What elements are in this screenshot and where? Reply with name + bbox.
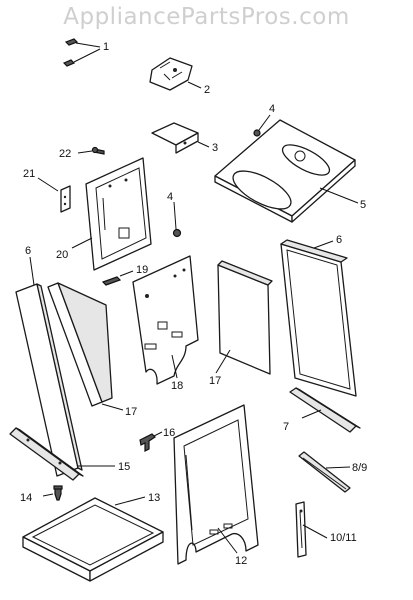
part-17-insulation-left: [47, 282, 124, 411]
part-1-screws: [62, 38, 101, 67]
callout-5: 5: [360, 199, 366, 211]
callout-16: 16: [163, 427, 175, 439]
part-4-grommet-upper: [253, 114, 271, 137]
callout-4-upper: 4: [269, 103, 275, 115]
callout-20: 20: [56, 249, 68, 261]
part-5-main-top: [214, 119, 359, 223]
part-12-front-frame: [173, 404, 259, 565]
part-10-11-bracket: [295, 501, 328, 558]
part-4-grommet-lower: [172, 201, 182, 238]
watermark: AppliancePartsPros.com: [63, 4, 350, 30]
part-2-bracket: [149, 57, 202, 91]
callout-19: 19: [136, 264, 148, 276]
callout-2: 2: [204, 84, 210, 96]
part-7-front-rail: [289, 387, 361, 433]
part-6-side-panel-right: [280, 239, 357, 397]
callout-17-right: 17: [209, 375, 221, 387]
part-21-plate: [37, 177, 71, 213]
part-8-9-drawer-slide: [298, 451, 351, 493]
callout-22: 22: [59, 148, 71, 160]
part-22-screw: [77, 146, 105, 155]
callout-13: 13: [148, 492, 160, 504]
callout-8-9: 8/9: [352, 462, 367, 474]
part-17-insulation-right: [215, 260, 273, 375]
callout-15: 15: [118, 461, 130, 473]
callout-12: 12: [235, 555, 247, 567]
part-18-rear-panel: [132, 255, 199, 385]
callout-7: 7: [283, 421, 289, 433]
callout-18: 18: [171, 380, 183, 392]
callout-14: 14: [20, 492, 32, 504]
part-3-burner-bracket: [151, 122, 210, 154]
callout-6-right: 6: [336, 234, 342, 246]
callout-21: 21: [23, 168, 35, 180]
callout-1: 1: [103, 41, 109, 53]
part-20-back-panel: [71, 157, 152, 271]
part-14-leveling-leg: [42, 485, 63, 501]
callout-17-left: 17: [125, 406, 137, 418]
part-16-hinge-clip: [139, 431, 163, 452]
part-19-clip: [101, 270, 134, 286]
callout-4-lower: 4: [167, 191, 173, 203]
part-15-bottom-rail: [9, 427, 115, 481]
callout-10-11: 10/11: [330, 532, 357, 544]
callout-6-left: 6: [25, 245, 31, 257]
callout-3: 3: [212, 142, 218, 154]
part-6-side-panel-left: [15, 256, 83, 477]
part-13-drawer: [22, 496, 164, 582]
